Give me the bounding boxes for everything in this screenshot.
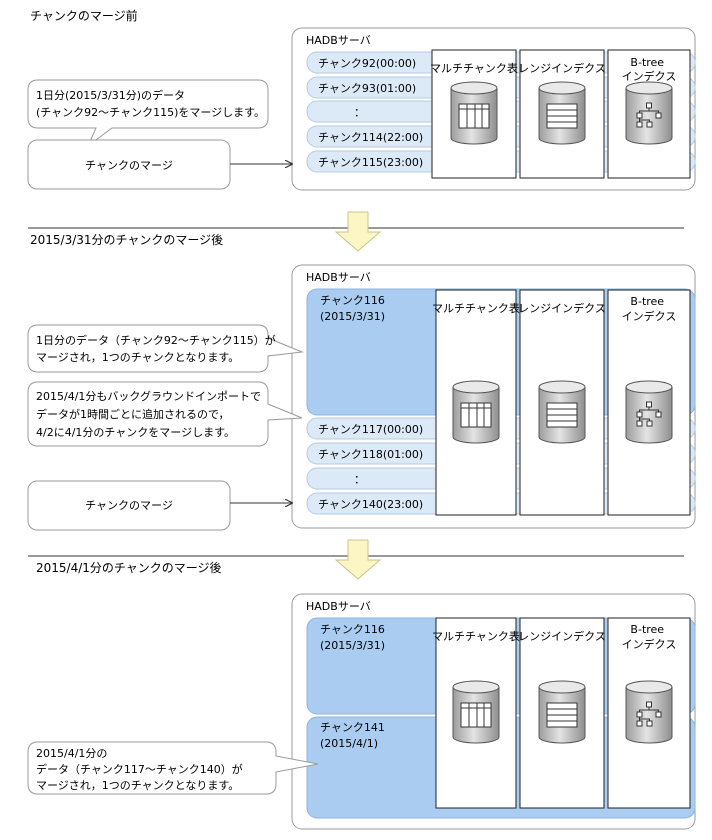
merge-action-label: チャンクのマージ (85, 159, 173, 172)
chunk-row-label: ： (354, 473, 365, 486)
table-icon (450, 81, 498, 145)
transition-arrow (334, 211, 382, 252)
chunk-row-label: チャンク114(22:00) (318, 131, 423, 144)
multi-chunk-table-panel (435, 617, 517, 809)
note-callout (27, 324, 304, 373)
note-callout (27, 741, 319, 795)
list-icon (538, 81, 586, 145)
tree-icon (625, 380, 673, 444)
index-panels: マルチチャンク表 レンジインデクス B-tree インデクス (432, 289, 691, 516)
btree-index-label: B-tree インデクス (622, 56, 677, 83)
note-text: 1日分(2015/3/31分)のデータ (チャンク92～チャンク115)をマージ… (36, 88, 265, 119)
multi-chunk-table-label: マルチチャンク表 (430, 61, 518, 75)
stage-heading: 2015/3/31分のチャンクのマージ後 (30, 233, 223, 247)
transition-arrow (334, 539, 382, 580)
note-text: 1日分のデータ（チャンク92～チャンク115）が マージされ，1つのチャンクとな… (36, 333, 279, 364)
merge-action-label: チャンクのマージ (85, 499, 173, 512)
chunk-row-label: チャンク117(00:00) (318, 423, 423, 436)
index-panels: マルチチャンク表 レンジインデクス B-tree インデクス (432, 617, 691, 809)
server-label: HADBサーバ (306, 34, 371, 47)
stage-3: 2015/4/1分のチャンクのマージ後 HADBサーバ チャンク116 (201… (27, 561, 696, 830)
note-callout (27, 79, 269, 148)
range-index-label: レンジインデクス (518, 301, 606, 315)
table-icon (452, 380, 500, 444)
stage-2: 2015/3/31分のチャンクのマージ後 HADBサーバ チャンク116 (20… (27, 233, 696, 531)
stage-1: チャンクのマージ前 HADBサーバ チャンク92(00:00) チャンク93(0… (27, 8, 696, 191)
server-label: HADBサーバ (306, 600, 371, 613)
stage-heading: チャンクのマージ前 (30, 8, 138, 23)
note-text: 2015/4/1分もバックグラウンドインポートで データが1時間ごとに追加される… (36, 389, 264, 439)
chunk-row-label: チャンク93(01:00) (318, 82, 416, 95)
chunk-row-label: チャンク140(23:00) (318, 498, 423, 511)
stage-heading: 2015/4/1分のチャンクのマージ後 (36, 561, 222, 575)
merged-chunk-label: チャンク141 (2015/4/1) (320, 721, 388, 750)
merged-chunk-label: チャンク116 (2015/3/31) (320, 294, 388, 323)
multi-chunk-table-label: マルチチャンク表 (432, 301, 520, 315)
chunk-row-label: チャンク115(23:00) (318, 156, 423, 169)
server-label: HADBサーバ (306, 271, 371, 284)
list-icon (538, 680, 586, 744)
tree-icon (625, 680, 673, 744)
btree-index-label: B-tree インデクス (622, 623, 677, 651)
table-icon (452, 680, 500, 744)
chunk-row-label: ： (354, 106, 365, 119)
note-text: 2015/4/1分の データ（チャンク117～チャンク140）が マージされ，1… (36, 747, 246, 792)
tree-icon (625, 81, 673, 145)
note-callout (27, 381, 303, 447)
btree-index-label: B-tree インデクス (622, 295, 677, 323)
chunk-row-label: チャンク92(00:00) (318, 57, 416, 70)
range-index-label: レンジインデクス (518, 61, 606, 75)
range-index-label: レンジインデクス (518, 629, 606, 643)
merge-action-box (27, 480, 231, 531)
list-icon (538, 380, 586, 444)
index-panels: マルチチャンク表 レンジインデクス B-tree インデクス (430, 49, 691, 179)
merged-chunk-label: チャンク116 (2015/3/31) (320, 623, 388, 652)
multi-chunk-table-label: マルチチャンク表 (432, 629, 520, 643)
chunk-row-label: チャンク118(01:00) (318, 448, 423, 461)
